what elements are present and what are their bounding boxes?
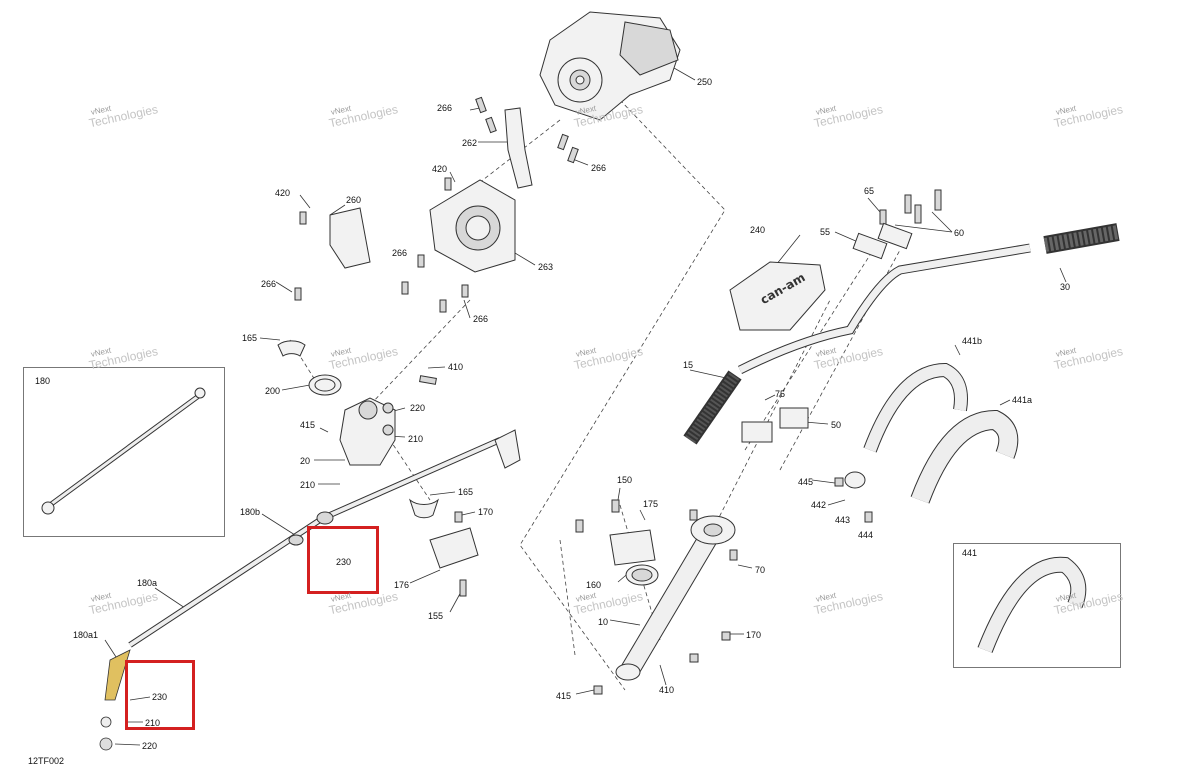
part-label-180b[interactable]: 180b: [240, 507, 261, 517]
part-label-50[interactable]: 50: [831, 420, 842, 430]
part-label-180a[interactable]: 180a: [137, 578, 158, 588]
part-label-210[interactable]: 210: [300, 480, 316, 490]
part-label-230[interactable]: 230: [152, 692, 168, 702]
ring-part-200: [308, 374, 342, 396]
clamp-part-55: [852, 222, 913, 260]
bracket-part-262: [504, 107, 533, 189]
part-label-410[interactable]: 410: [448, 362, 464, 372]
highlight-box-230-lower: [125, 660, 195, 730]
part-label-266[interactable]: 266: [437, 103, 453, 113]
bracket-part-442: [844, 471, 866, 489]
part-label-160[interactable]: 160: [586, 580, 602, 590]
part-label-30[interactable]: 30: [1060, 282, 1071, 292]
part-label-250[interactable]: 250: [697, 77, 713, 87]
part-label-180[interactable]: 180: [35, 376, 51, 386]
bracket-part-260: [329, 207, 371, 269]
part-label-260[interactable]: 260: [346, 195, 362, 205]
tie-rod-part-180: [99, 429, 521, 751]
inset-frame-part-441: [953, 543, 1121, 668]
part-label-263[interactable]: 263: [538, 262, 554, 272]
bracket-part-176: [429, 527, 479, 569]
steering-gear-part-20: [339, 397, 396, 466]
handlebar-part-15: [683, 243, 1031, 445]
part-label-20[interactable]: 20: [300, 456, 311, 466]
grip-part-30: [1043, 223, 1120, 254]
leader-lines: [104, 59, 1067, 746]
part-label-170[interactable]: 170: [478, 507, 494, 517]
part-label-442[interactable]: 442: [811, 500, 827, 510]
part-label-262[interactable]: 262: [462, 138, 478, 148]
part-label-10[interactable]: 10: [598, 617, 609, 627]
part-label-150[interactable]: 150: [617, 475, 633, 485]
inset-frame-part-180: [23, 367, 225, 537]
part-label-240[interactable]: 240: [750, 225, 766, 235]
clamp-part-165-lower: [408, 498, 440, 519]
part-label-420[interactable]: 420: [432, 164, 448, 174]
part-label-410[interactable]: 410: [659, 685, 675, 695]
steering-motor-part-250: [539, 11, 681, 121]
part-label-210[interactable]: 210: [145, 718, 161, 728]
part-label-420[interactable]: 420: [275, 188, 291, 198]
part-label-415[interactable]: 415: [300, 420, 316, 430]
part-label-441[interactable]: 441: [962, 548, 978, 558]
part-label-210[interactable]: 210: [408, 434, 424, 444]
part-label-175[interactable]: 175: [643, 499, 659, 509]
part-label-415[interactable]: 415: [556, 691, 572, 701]
part-label-60[interactable]: 60: [954, 228, 965, 238]
diagram-reference-code: 12TF002: [28, 756, 65, 766]
part-label-266[interactable]: 266: [261, 279, 277, 289]
part-label-441a[interactable]: 441a: [1012, 395, 1033, 405]
part-label-65[interactable]: 65: [864, 186, 875, 196]
steering-shaft-part-10: [615, 515, 736, 681]
part-label-170[interactable]: 170: [746, 630, 762, 640]
part-label-75[interactable]: 75: [775, 389, 786, 399]
part-label-55[interactable]: 55: [820, 227, 831, 237]
part-label-266[interactable]: 266: [591, 163, 607, 173]
part-label-15[interactable]: 15: [683, 360, 694, 370]
guard-part-441a: [910, 409, 1019, 504]
mounting-plate-part-263: [429, 179, 516, 273]
pad-part-240: can-am: [729, 261, 826, 331]
part-label-220[interactable]: 220: [410, 403, 426, 413]
part-label-445[interactable]: 445: [798, 477, 814, 487]
part-label-155[interactable]: 155: [428, 611, 444, 621]
inset-part-180-drawing: [41, 387, 206, 515]
clamp-part-165-upper: [277, 340, 306, 357]
highlight-box-230-upper: [307, 526, 379, 594]
bracket-part-175: [609, 529, 656, 566]
clamp-part-50: [741, 407, 809, 443]
part-label-70[interactable]: 70: [755, 565, 766, 575]
guard-part-441b: [863, 362, 968, 453]
part-label-165[interactable]: 165: [242, 333, 258, 343]
part-label-444[interactable]: 444: [858, 530, 874, 540]
inset-part-441-drawing: [977, 556, 1087, 653]
part-label-230[interactable]: 230: [336, 557, 352, 567]
part-label-443[interactable]: 443: [835, 515, 851, 525]
bolts: [294, 96, 942, 695]
bushing-part-160: [625, 564, 659, 586]
part-label-220[interactable]: 220: [142, 741, 158, 751]
part-label-200[interactable]: 200: [265, 386, 281, 396]
part-label-266[interactable]: 266: [392, 248, 408, 258]
part-label-165[interactable]: 165: [458, 487, 474, 497]
part-label-266[interactable]: 266: [473, 314, 489, 324]
part-label-180a1[interactable]: 180a1: [73, 630, 99, 640]
part-label-176[interactable]: 176: [394, 580, 410, 590]
part-label-441b[interactable]: 441b: [962, 336, 983, 346]
